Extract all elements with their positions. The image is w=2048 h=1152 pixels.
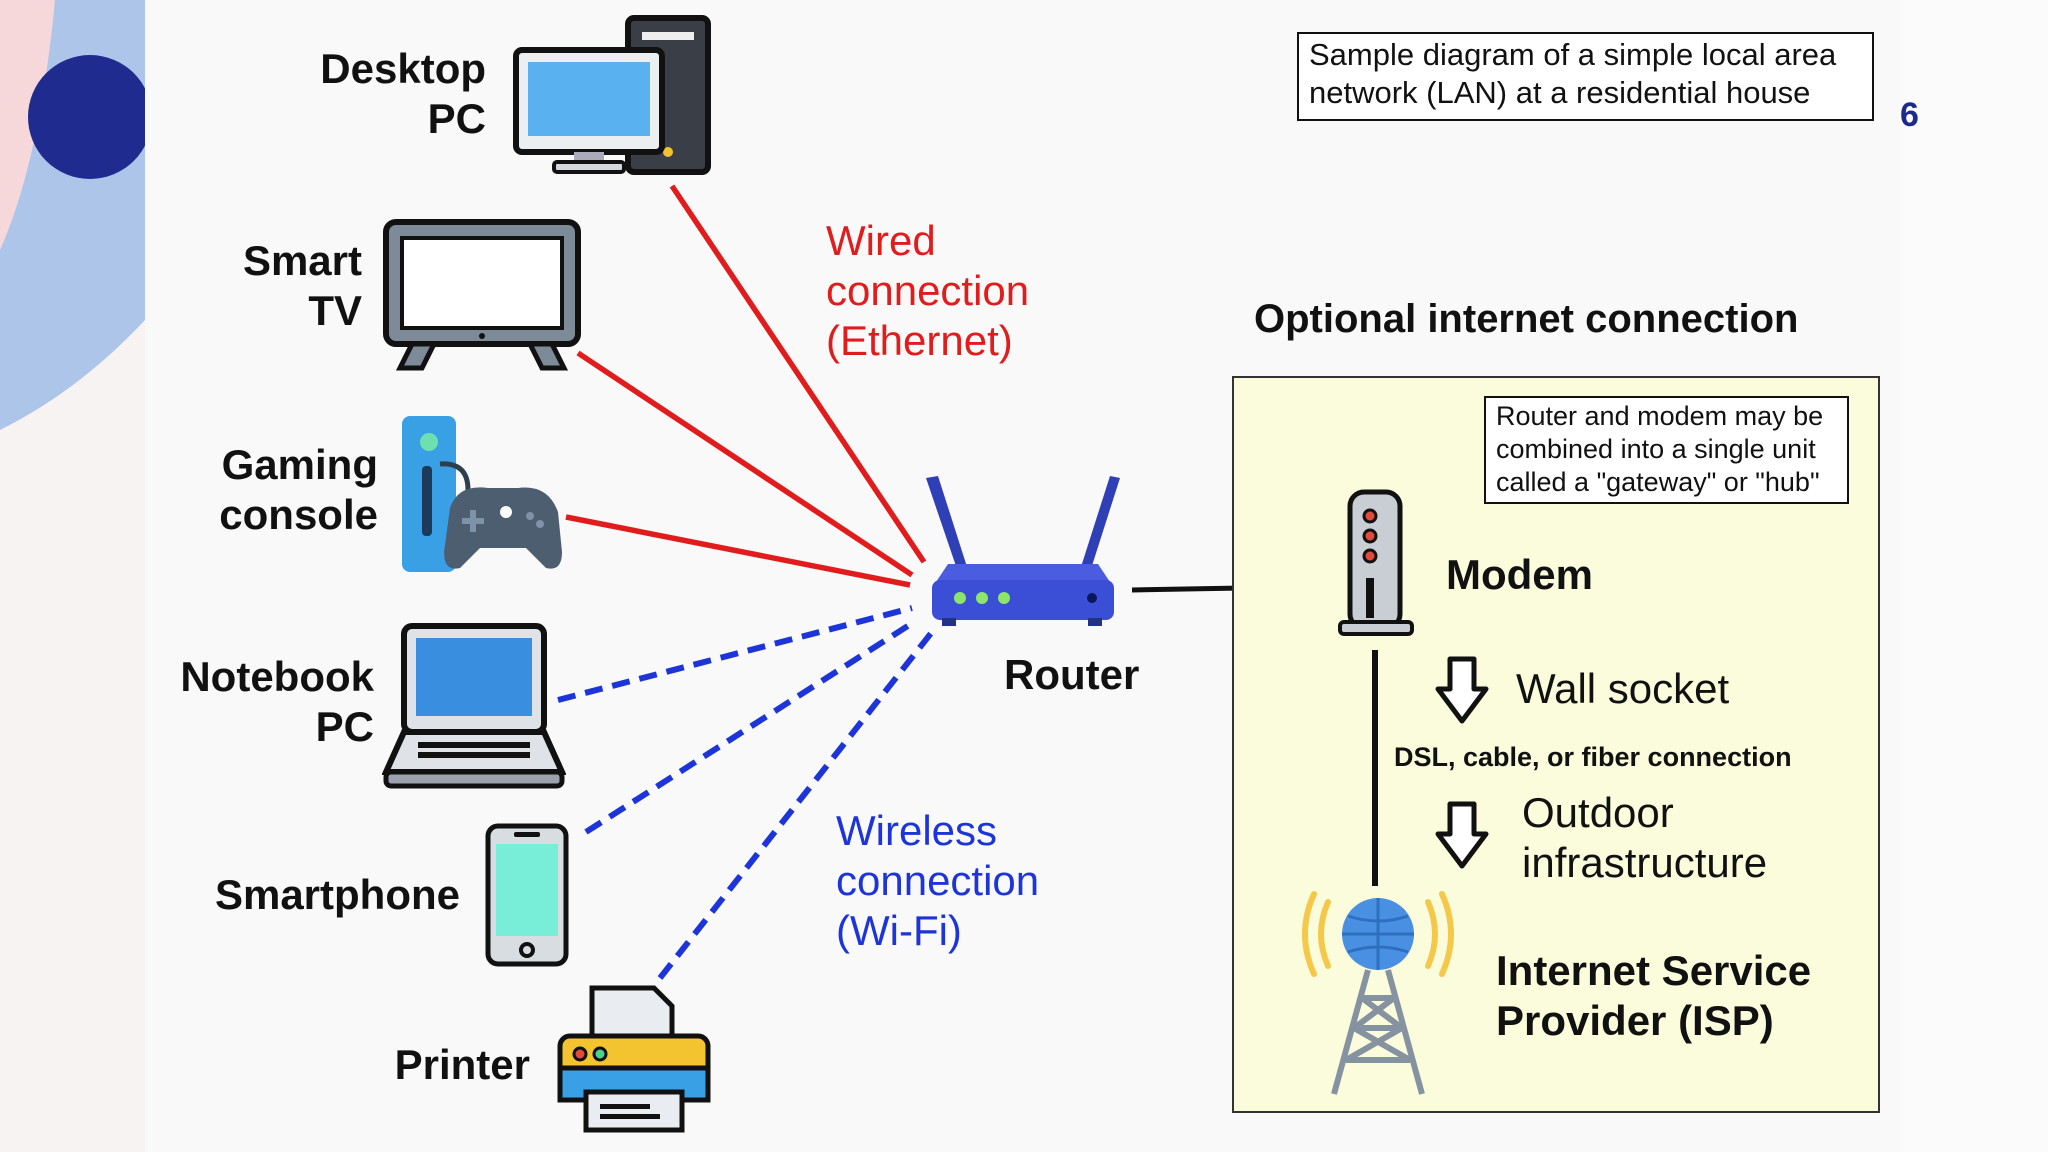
internet-heading: Optional internet connection — [1254, 297, 1799, 341]
label-desktop-pc: Desktop PC — [320, 45, 486, 142]
smart-tv-icon — [383, 219, 581, 371]
label-notebook-pc: Notebook PC — [180, 653, 374, 750]
desktop-pc-icon — [513, 15, 711, 175]
wired-line-console — [565, 514, 911, 588]
wired-line-tv — [576, 350, 914, 578]
label-smartphone: Smartphone — [214, 871, 460, 918]
decor-dot — [28, 55, 152, 179]
label-router: Router — [1004, 651, 1140, 698]
label-printer: Printer — [394, 1041, 530, 1088]
modem-label: Modem — [1446, 551, 1593, 598]
wired-connection-label: Wired connection (Ethernet) — [826, 217, 1030, 364]
router-icon — [926, 476, 1120, 626]
gateway-note: Router and modem may be combined into a … — [1484, 396, 1849, 504]
modem-icon — [1338, 489, 1414, 636]
printer-icon — [557, 985, 711, 1133]
wall-socket-label: Wall socket — [1516, 665, 1730, 712]
label-smart-tv: Smart TV — [242, 237, 362, 334]
modem-isp-line — [1372, 650, 1378, 886]
wireless-line-phone — [584, 619, 916, 835]
decor-pink-arc — [0, 0, 55, 250]
wired-line-desktop — [669, 184, 927, 564]
page-number: 6 — [1900, 96, 1919, 134]
down-arrow-icon — [1435, 656, 1489, 724]
diagram-title-note: Sample diagram of a simple local area ne… — [1297, 32, 1874, 121]
wireless-line-notebook — [557, 605, 913, 703]
down-arrow-icon — [1435, 801, 1489, 869]
gaming-console-icon — [402, 416, 562, 572]
laptop-icon — [382, 623, 566, 789]
dsl-connection-label: DSL, cable, or fiber connection — [1394, 742, 1792, 772]
outdoor-infrastructure-label: Outdoor infrastructure — [1522, 789, 1768, 886]
wireless-lines — [557, 605, 935, 980]
isp-label: Internet Service Provider (ISP) — [1496, 947, 1812, 1044]
wireless-connection-label: Wireless connection (Wi-Fi) — [836, 807, 1040, 954]
wired-lines — [565, 184, 927, 588]
smartphone-icon — [485, 823, 569, 967]
isp-tower-icon — [1302, 891, 1454, 1095]
wireless-line-printer — [657, 630, 935, 980]
label-gaming-console: Gaming console — [219, 441, 378, 538]
